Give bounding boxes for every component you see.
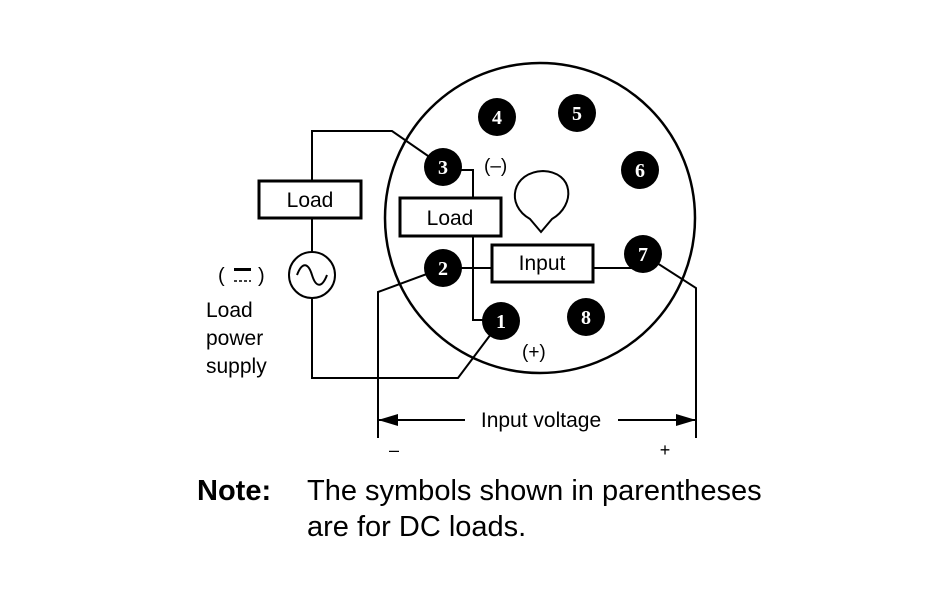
svg-text:Load: Load (287, 189, 334, 212)
supply-label-line3: supply (206, 355, 267, 378)
pin-5: 5 (558, 94, 596, 132)
svg-text:3: 3 (438, 157, 448, 179)
plus-label: + (660, 440, 671, 460)
svg-text:5: 5 (572, 103, 582, 125)
input-voltage-dimension: Input voltage (378, 409, 696, 432)
svg-text:Load: Load (427, 207, 474, 230)
wire-pin2-to-minus (377, 267, 444, 438)
ac-source-icon (288, 251, 336, 299)
svg-text:(: ( (218, 265, 225, 287)
pin-4: 4 (478, 98, 516, 136)
dc-bar-icon (234, 268, 251, 271)
socket-key (513, 169, 570, 234)
note-line1: The symbols shown in parentheses (307, 475, 762, 507)
pin3-polarity-label: (–) (484, 156, 507, 177)
wire-source-to-pin1 (311, 297, 501, 379)
svg-text:8: 8 (581, 307, 591, 329)
wire-pin7-to-plus (642, 253, 697, 438)
svg-text:1: 1 (496, 311, 506, 333)
pin-3: 3 (424, 148, 462, 186)
pin-2: 2 (424, 249, 462, 287)
note-line2: are for DC loads. (307, 511, 526, 543)
svg-text:Input: Input (519, 252, 566, 275)
supply-label-line2: power (206, 327, 263, 350)
svg-text:4: 4 (492, 107, 502, 129)
supply-polarity: ( ) (218, 265, 265, 287)
pin-7: 7 (624, 235, 662, 273)
load-box-left: Load (257, 179, 363, 220)
supply-label-line1: Load (206, 299, 253, 322)
pin-6: 6 (621, 151, 659, 189)
svg-text:6: 6 (635, 160, 645, 182)
pin-1: 1 (482, 302, 520, 340)
svg-text:): ) (258, 265, 265, 287)
minus-label: – (389, 440, 399, 460)
socket-outline (383, 61, 697, 375)
pin1-polarity-label: (+) (522, 342, 546, 363)
input-box: Input (490, 243, 595, 284)
svg-text:7: 7 (638, 244, 648, 266)
load-box-inner: Load (398, 196, 503, 238)
wire-pin3-to-load (311, 130, 445, 181)
input-voltage-label: Input voltage (481, 409, 601, 432)
note-heading: Note: (197, 475, 271, 507)
svg-text:2: 2 (438, 258, 448, 280)
pin-8: 8 (567, 298, 605, 336)
